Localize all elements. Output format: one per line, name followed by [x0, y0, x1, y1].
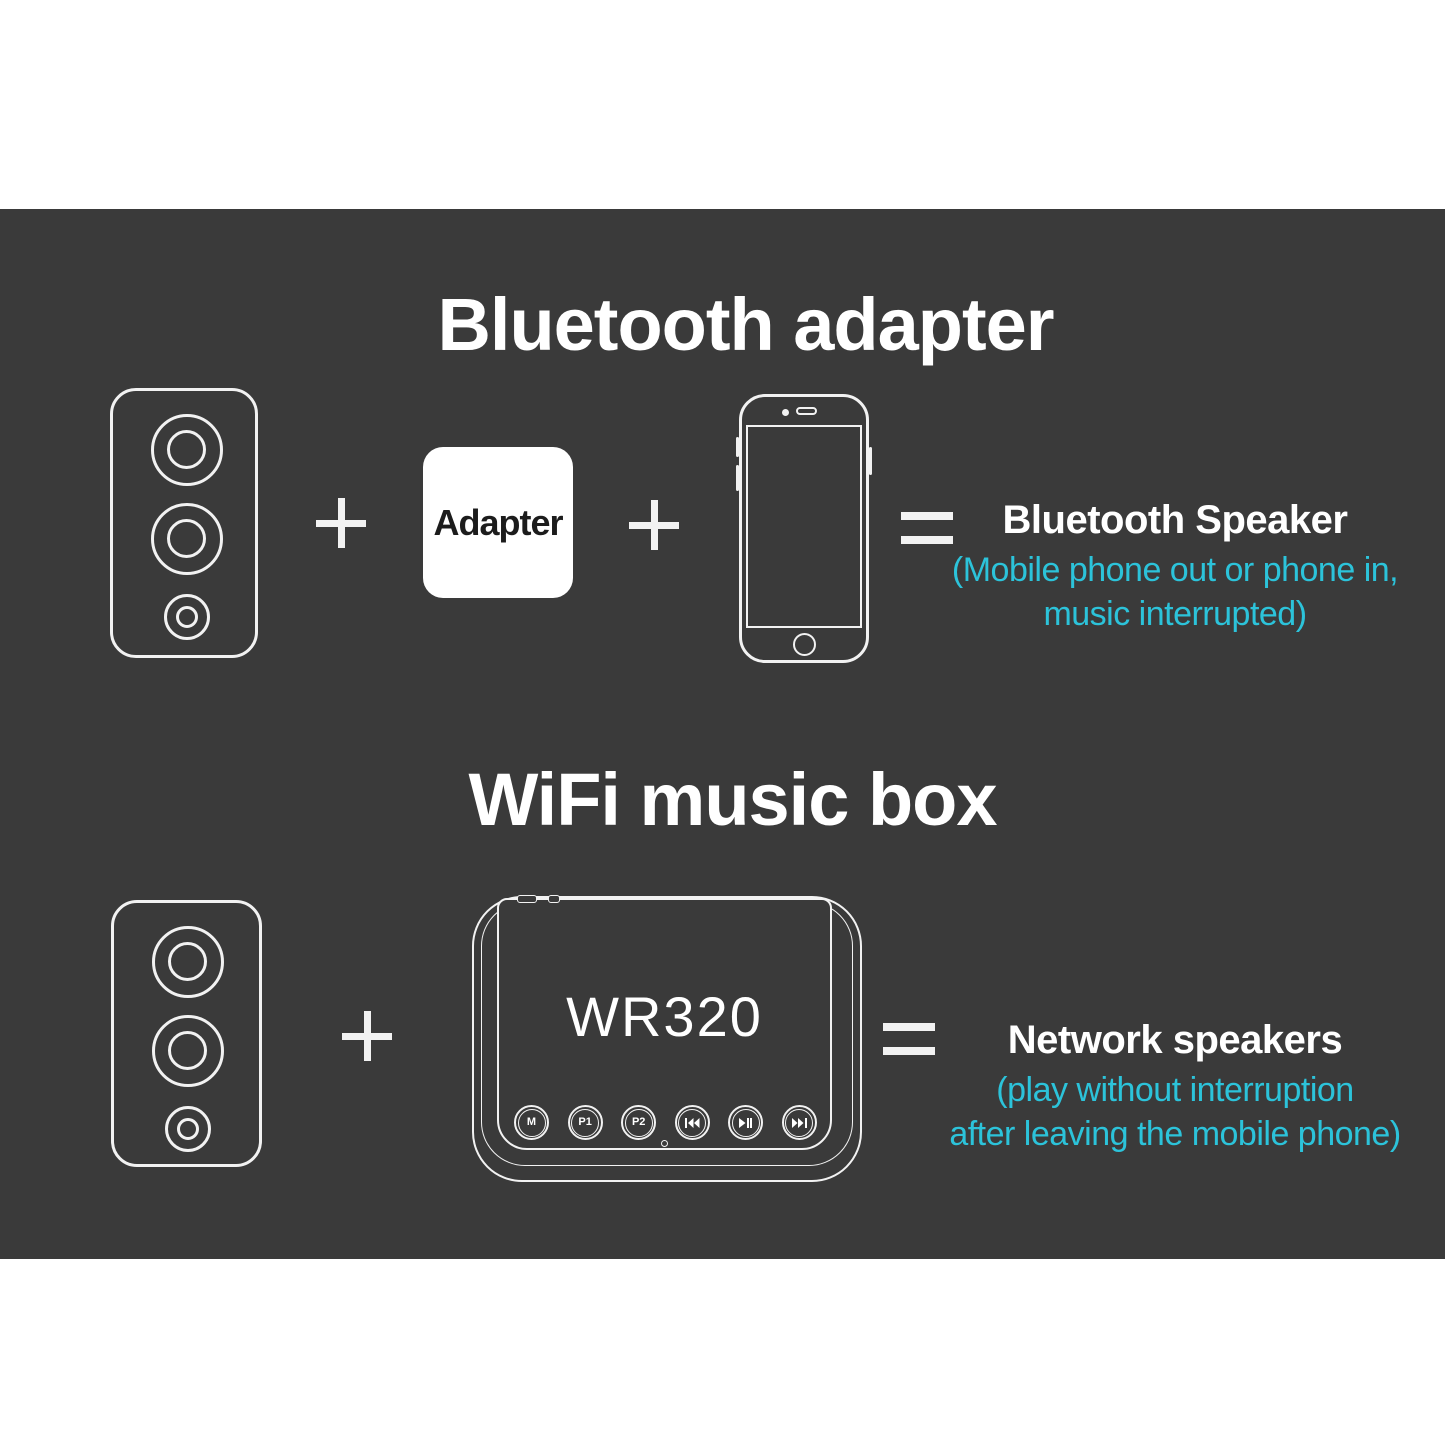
- speaker-icon: [111, 900, 262, 1167]
- plus-icon: [629, 500, 679, 550]
- result-note-line: after leaving the mobile phone): [949, 1115, 1401, 1153]
- phone-volume-button: [736, 437, 739, 457]
- play-pause-button: [728, 1105, 764, 1140]
- speaker-driver-cone: [167, 519, 206, 558]
- section-title-bluetooth-adapter: Bluetooth adapter: [437, 283, 1054, 366]
- device-face: WR320 M P1 P2: [497, 895, 832, 1150]
- equals-bar: [883, 1023, 935, 1031]
- play-pause-icon: [739, 1117, 753, 1128]
- speaker-icon: [110, 388, 258, 658]
- result-heading: Network speakers: [1007, 1018, 1343, 1062]
- next-track-icon: [791, 1117, 807, 1128]
- device-model-label: WR320: [566, 985, 763, 1048]
- preset1-button-label: P1: [578, 1116, 592, 1128]
- result-note-line: (play without interruption: [996, 1071, 1354, 1109]
- result-note-line: music interrupted): [1043, 595, 1307, 633]
- phone-icon: [736, 394, 872, 663]
- previous-track-button: [674, 1105, 710, 1140]
- preset2-button-label: P2: [631, 1116, 646, 1128]
- speaker-driver-icon: [152, 1015, 224, 1087]
- speaker-driver-cone: [167, 430, 206, 469]
- mode-button-label: M: [526, 1116, 537, 1128]
- next-track-button: [781, 1105, 817, 1140]
- result-network-speakers: Network speakers (play without interrupt…: [905, 1017, 1445, 1156]
- adapter-box: Adapter: [423, 447, 573, 598]
- phone-volume-button: [736, 465, 739, 491]
- speaker-tweeter-cone: [177, 1118, 199, 1140]
- preset1-button: P1: [567, 1105, 603, 1140]
- equals-bar: [901, 512, 953, 520]
- previous-track-icon: [684, 1117, 700, 1128]
- adapter-label: Adapter: [433, 501, 563, 543]
- result-heading: Bluetooth Speaker: [1002, 498, 1348, 542]
- phone-earpiece: [796, 407, 817, 415]
- device-top-slot: [517, 895, 537, 903]
- plus-icon: [342, 1011, 392, 1061]
- phone-screen: [746, 425, 862, 628]
- mode-button: M: [514, 1105, 549, 1140]
- phone-home-button: [793, 633, 816, 656]
- phone-camera-dot: [782, 409, 789, 416]
- preset2-button: P2: [621, 1105, 657, 1140]
- device-button-row: M P1 P2: [514, 1105, 817, 1140]
- device-top-slot: [548, 895, 560, 903]
- speaker-tweeter-cone: [176, 606, 198, 628]
- section-title-wifi-music-box: WiFi music box: [468, 758, 997, 841]
- speaker-driver-icon: [151, 503, 223, 575]
- speaker-tweeter-icon: [165, 1106, 211, 1152]
- equals-bar: [901, 536, 953, 544]
- speaker-driver-icon: [152, 926, 224, 998]
- speaker-driver-cone: [168, 1031, 207, 1070]
- equals-icon: [901, 512, 953, 560]
- speaker-tweeter-icon: [164, 594, 210, 640]
- wr320-device: WR320 M P1 P2: [472, 895, 862, 1182]
- speaker-driver-icon: [151, 414, 223, 486]
- equals-bar: [883, 1047, 935, 1055]
- result-bluetooth-speaker: Bluetooth Speaker (Mobile phone out or p…: [905, 497, 1445, 636]
- plus-icon: [316, 498, 366, 548]
- speaker-driver-cone: [168, 942, 207, 981]
- indicator-hole: [661, 1140, 668, 1147]
- equals-icon: [883, 1023, 935, 1071]
- result-note-line: (Mobile phone out or phone in,: [951, 551, 1399, 589]
- phone-power-button: [869, 447, 872, 475]
